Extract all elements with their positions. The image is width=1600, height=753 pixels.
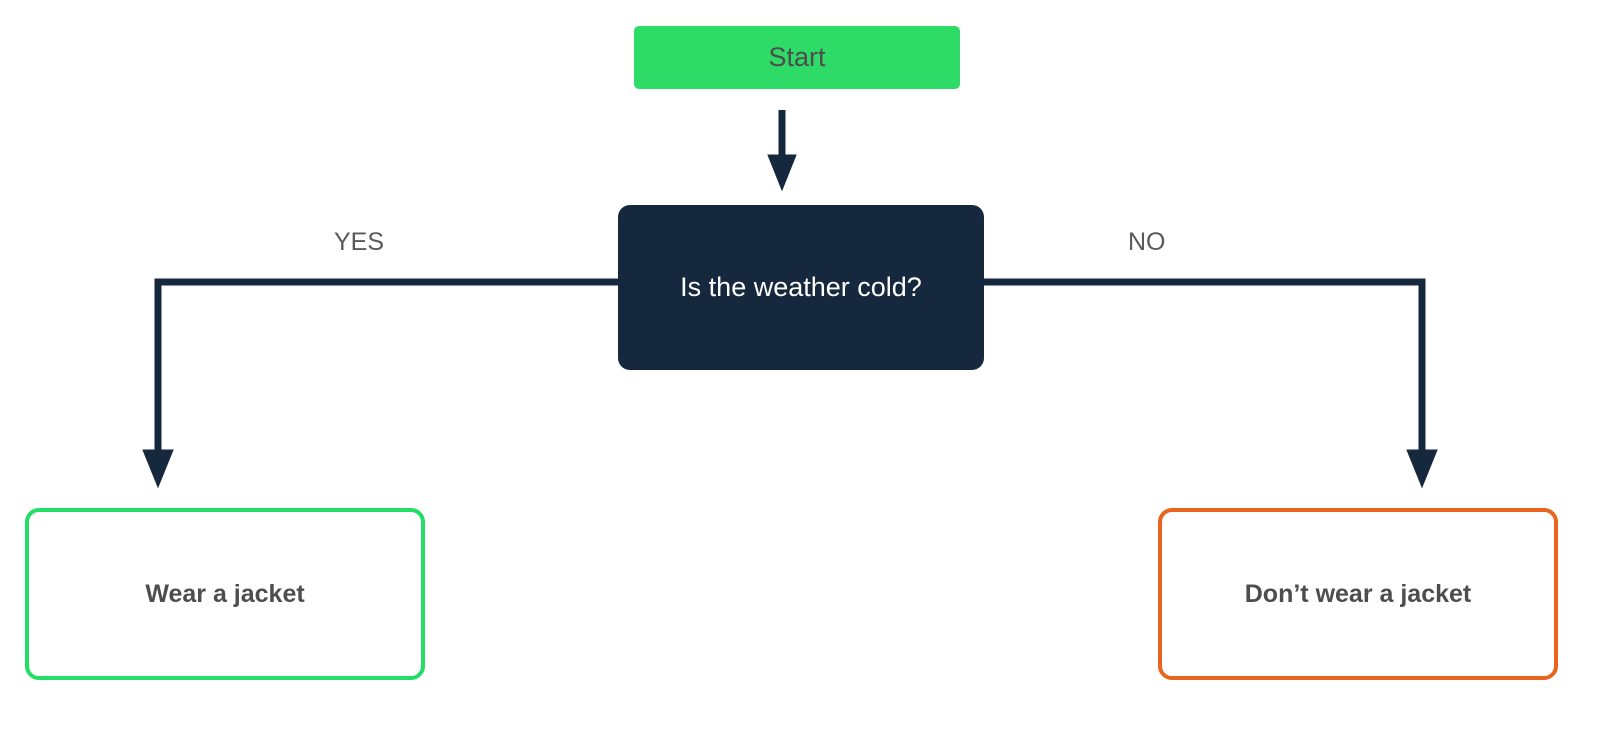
node-start[interactable]: Start: [634, 26, 960, 89]
edge-decision-to-wear-jacket: [142, 278, 622, 489]
edge-label-no: NO: [1128, 228, 1166, 256]
edge-decision-to-dont-wear-jacket: [980, 278, 1438, 489]
node-decision-is-weather-cold[interactable]: Is the weather cold?: [618, 205, 984, 370]
node-outcome-wear-a-jacket[interactable]: Wear a jacket: [25, 508, 425, 680]
edge-label-yes: YES: [334, 228, 385, 256]
node-outcome-dont-wear-a-jacket[interactable]: Don’t wear a jacket: [1158, 508, 1558, 680]
edge-start-to-decision: [767, 110, 797, 192]
